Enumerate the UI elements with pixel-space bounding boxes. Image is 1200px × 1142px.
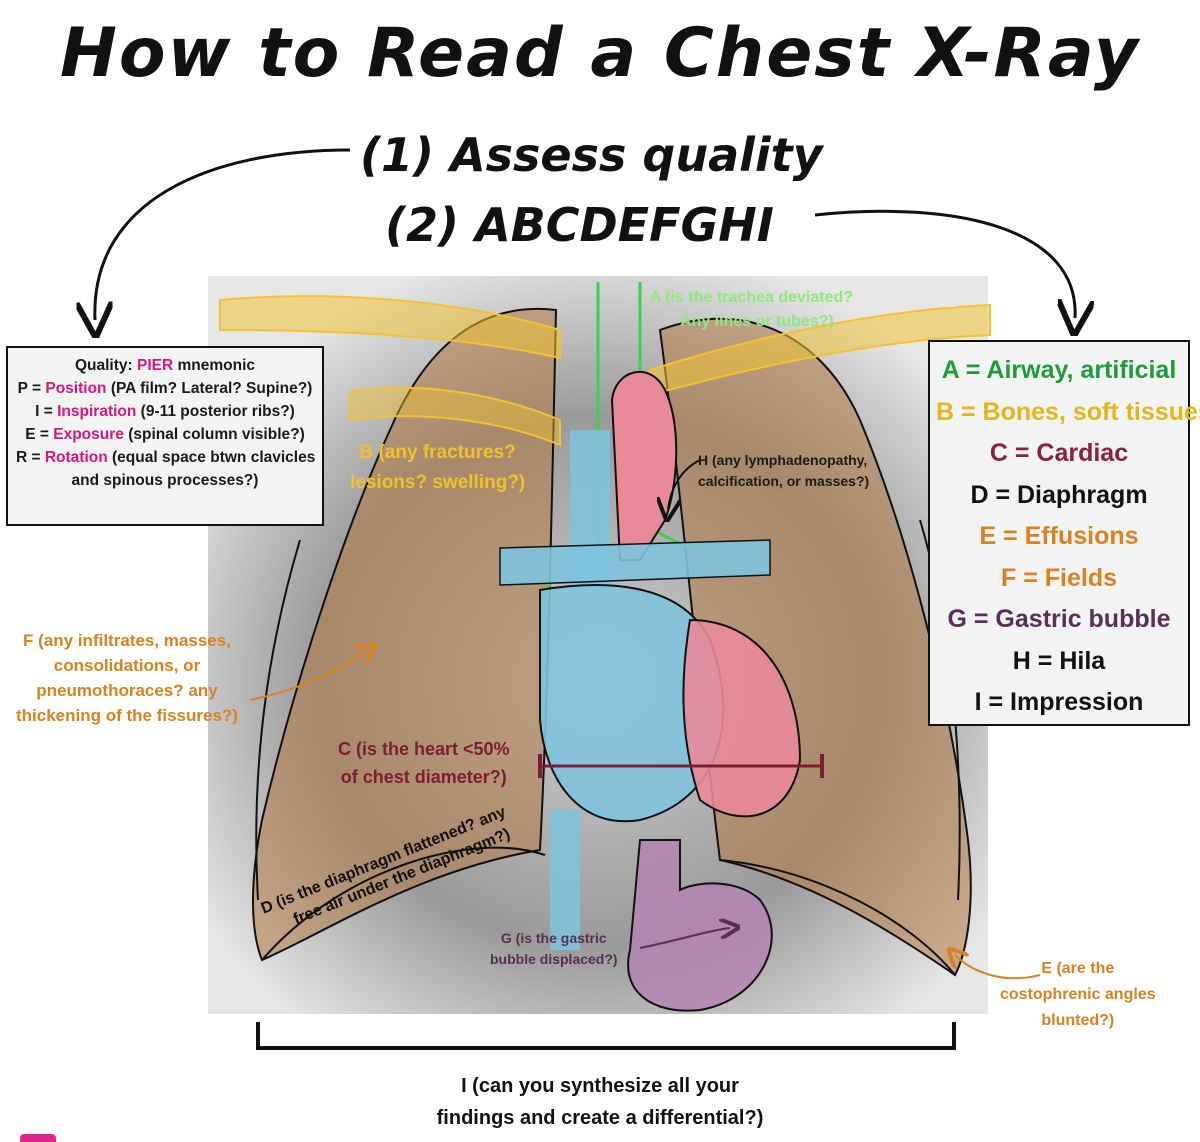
brand-logo-fragment	[20, 1134, 56, 1142]
rib-cage-outline	[255, 539, 301, 901]
pier-letter: E =	[25, 426, 54, 443]
pier-line-rotation-cont: and spinous processes?)	[71, 472, 259, 489]
pulmonary-artery-blue	[499, 539, 771, 586]
pier-mnemonic-box: Quality: PIER mnemonic P = Position (PA …	[6, 346, 324, 526]
annotation-a-airway: A (is the trachea deviated? Any lines or…	[650, 286, 853, 334]
pier-title: Quality: PIER mnemonic	[16, 354, 314, 377]
annotation-line: H (any lymphadenopathy,	[698, 452, 868, 468]
pier-letter: R =	[16, 449, 45, 466]
annotation-line: lesions? swelling?)	[350, 472, 526, 493]
abc-item-h: H = Hila	[1012, 646, 1106, 675]
pier-line-inspiration: I = Inspiration (9-11 posterior ribs?)	[16, 400, 314, 423]
abc-item-a: A = Airway, artificial	[941, 356, 1177, 384]
pier-line-rotation: R = Rotation (equal space btwn clavicles	[16, 446, 316, 469]
pier-letter: I =	[35, 403, 58, 420]
annotation-g-gastric: G (is the gastric bubble displaced?)	[490, 928, 618, 970]
pier-word: Position	[45, 380, 107, 397]
annotation-f-fields: F (any infiltrates, masses, consolidatio…	[16, 628, 238, 728]
annotation-h-hila: H (any lymphadenopathy, calcification, o…	[698, 450, 869, 492]
pier-rest: (spinal column visible?)	[123, 426, 305, 443]
annotation-line: bubble displaced?)	[490, 951, 618, 967]
arrow-to-pier-box	[95, 148, 351, 320]
abc-item-c: C = Cardiac	[989, 439, 1129, 467]
annotation-line: thickening of the fissures?)	[16, 706, 238, 725]
abc-item-g: G = Gastric bubble	[947, 605, 1171, 633]
annotation-line: I (can you synthesize all your	[461, 1075, 739, 1097]
abc-item-f: F = Fields	[1000, 563, 1117, 592]
right-rib-1	[349, 386, 561, 447]
annotation-line: of chest diameter?)	[340, 767, 507, 787]
annotation-line: F (any infiltrates, masses,	[23, 631, 231, 650]
impression-bracket	[256, 1022, 956, 1050]
pier-rest: (PA film? Lateral? Supine?)	[106, 380, 313, 397]
arrow-e-annotation	[955, 955, 1041, 980]
pier-title-suffix: mnemonic	[173, 357, 256, 374]
pier-word: Inspiration	[57, 403, 137, 420]
annotation-line: consolidations, or	[53, 656, 201, 675]
annotation-b-bones: B (any fractures? lesions? swelling?)	[350, 438, 525, 498]
annotation-line: E (are the	[1041, 960, 1115, 977]
gastric-bubble	[627, 839, 773, 1012]
pier-title-highlight: PIER	[137, 357, 174, 374]
abc-item-i: I = Impression	[974, 688, 1144, 716]
step-assess-quality: (1) Assess quality	[360, 128, 823, 182]
arrow-to-abc-box	[814, 209, 1075, 318]
annotation-line: pneumothoraces? any	[36, 681, 218, 700]
annotation-c-cardiac: C (is the heart <50% of chest diameter?)	[338, 735, 510, 791]
annotation-line: Any lines or tubes?)	[680, 313, 834, 330]
pier-line-position: P = Position (PA film? Lateral? Supine?)	[16, 377, 314, 400]
annotation-line: B (any fractures?	[359, 442, 516, 463]
arrow-g-annotation	[639, 928, 730, 949]
abc-item-b: B = Bones, soft tissues	[936, 397, 1200, 426]
pier-word: Exposure	[53, 426, 124, 443]
pier-letter: P =	[17, 380, 46, 397]
annotation-line: C (is the heart <50%	[338, 739, 510, 759]
annotation-line: G (is the gastric	[500, 930, 607, 946]
arrow-h-annotation	[668, 459, 701, 510]
abcdefghi-box: A = Airway, artificial B = Bones, soft t…	[928, 340, 1200, 726]
left-diaphragm	[719, 859, 956, 976]
abc-item-e: E = Effusions	[979, 522, 1139, 550]
page-title: How to Read a Chest X-Ray	[59, 14, 1141, 93]
annotation-line: A (is the trachea deviated?	[650, 289, 854, 306]
annotation-e-effusions: E (are the costophrenic angles blunted?)	[1000, 956, 1156, 1034]
annotation-i-impression: I (can you synthesize all your findings …	[420, 1070, 780, 1134]
annotation-line: findings and create a differential?)	[436, 1107, 764, 1129]
arrow-f-annotation	[249, 650, 368, 701]
pier-word: Rotation	[44, 449, 108, 466]
right-diaphragm	[261, 846, 546, 961]
ivc-blue	[550, 810, 580, 950]
annotation-line: calcification, or masses?)	[698, 473, 870, 489]
annotation-line: blunted?)	[1041, 1012, 1115, 1029]
xray-side-marker: L	[940, 282, 958, 313]
pier-line-exposure: E = Exposure (spinal column visible?)	[16, 423, 314, 446]
annotation-line: costophrenic angles	[1000, 986, 1156, 1003]
pier-rest: (9-11 posterior ribs?)	[136, 403, 295, 420]
right-clavicle	[219, 295, 561, 360]
pier-rest: (equal space btwn clavicles	[107, 449, 316, 466]
step-abcdefghi: (2) ABCDEFGHI	[385, 198, 774, 252]
abc-item-d: D = Diaphragm	[970, 480, 1148, 509]
pier-title-prefix: Quality:	[74, 357, 137, 374]
left-clavicle	[649, 303, 991, 397]
